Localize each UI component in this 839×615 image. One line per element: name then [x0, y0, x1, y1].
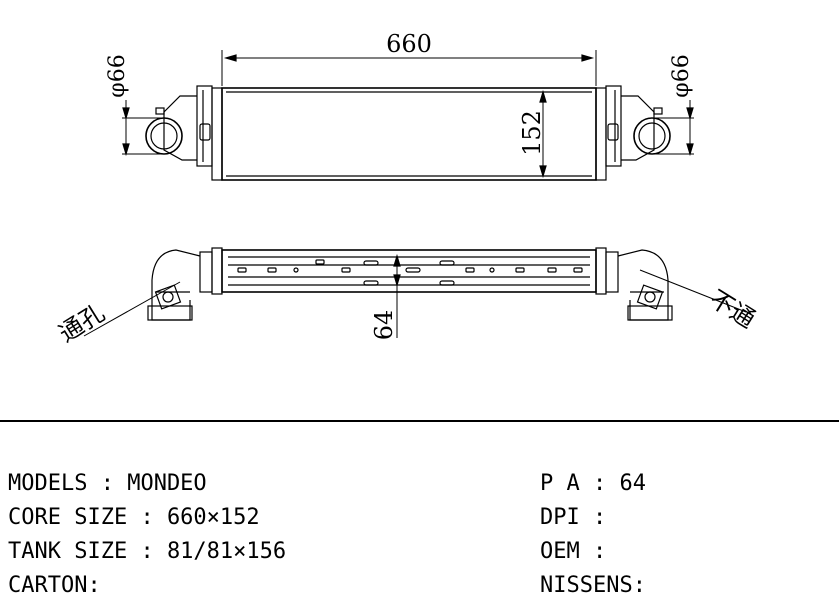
annotation-through-hole: 通孔 — [54, 299, 110, 348]
spec-dpi: DPI : — [540, 505, 607, 530]
intercooler-technical-drawing: 660 152 φ66 φ66 — [54, 30, 760, 348]
section-divider — [0, 420, 839, 422]
spec-oem: OEM : — [540, 539, 607, 564]
dim-pipe-right-label: φ66 — [669, 54, 694, 97]
dim-depth-label: 64 — [370, 310, 398, 341]
spec-models: MODELS : MONDEO — [8, 471, 207, 496]
spec-core-size: CORE SIZE : 660×152 — [8, 505, 260, 530]
annotation-blind: 不通 — [704, 285, 760, 334]
spec-tank-size: TANK SIZE : 81/81×156 — [8, 539, 287, 564]
spec-nissens: NISSENS: — [540, 573, 646, 598]
front-view: 660 152 φ66 φ66 — [105, 30, 694, 181]
core-top-outline — [221, 249, 597, 293]
dim-length-label: 660 — [386, 30, 432, 58]
top-view: 64 通孔 不通 — [54, 247, 760, 348]
dim-pipe-left-label: φ66 — [105, 54, 130, 97]
spec-carton: CARTON: — [8, 573, 101, 598]
spec-pa: P A : 64 — [540, 471, 646, 496]
dim-height-label: 152 — [518, 110, 546, 156]
